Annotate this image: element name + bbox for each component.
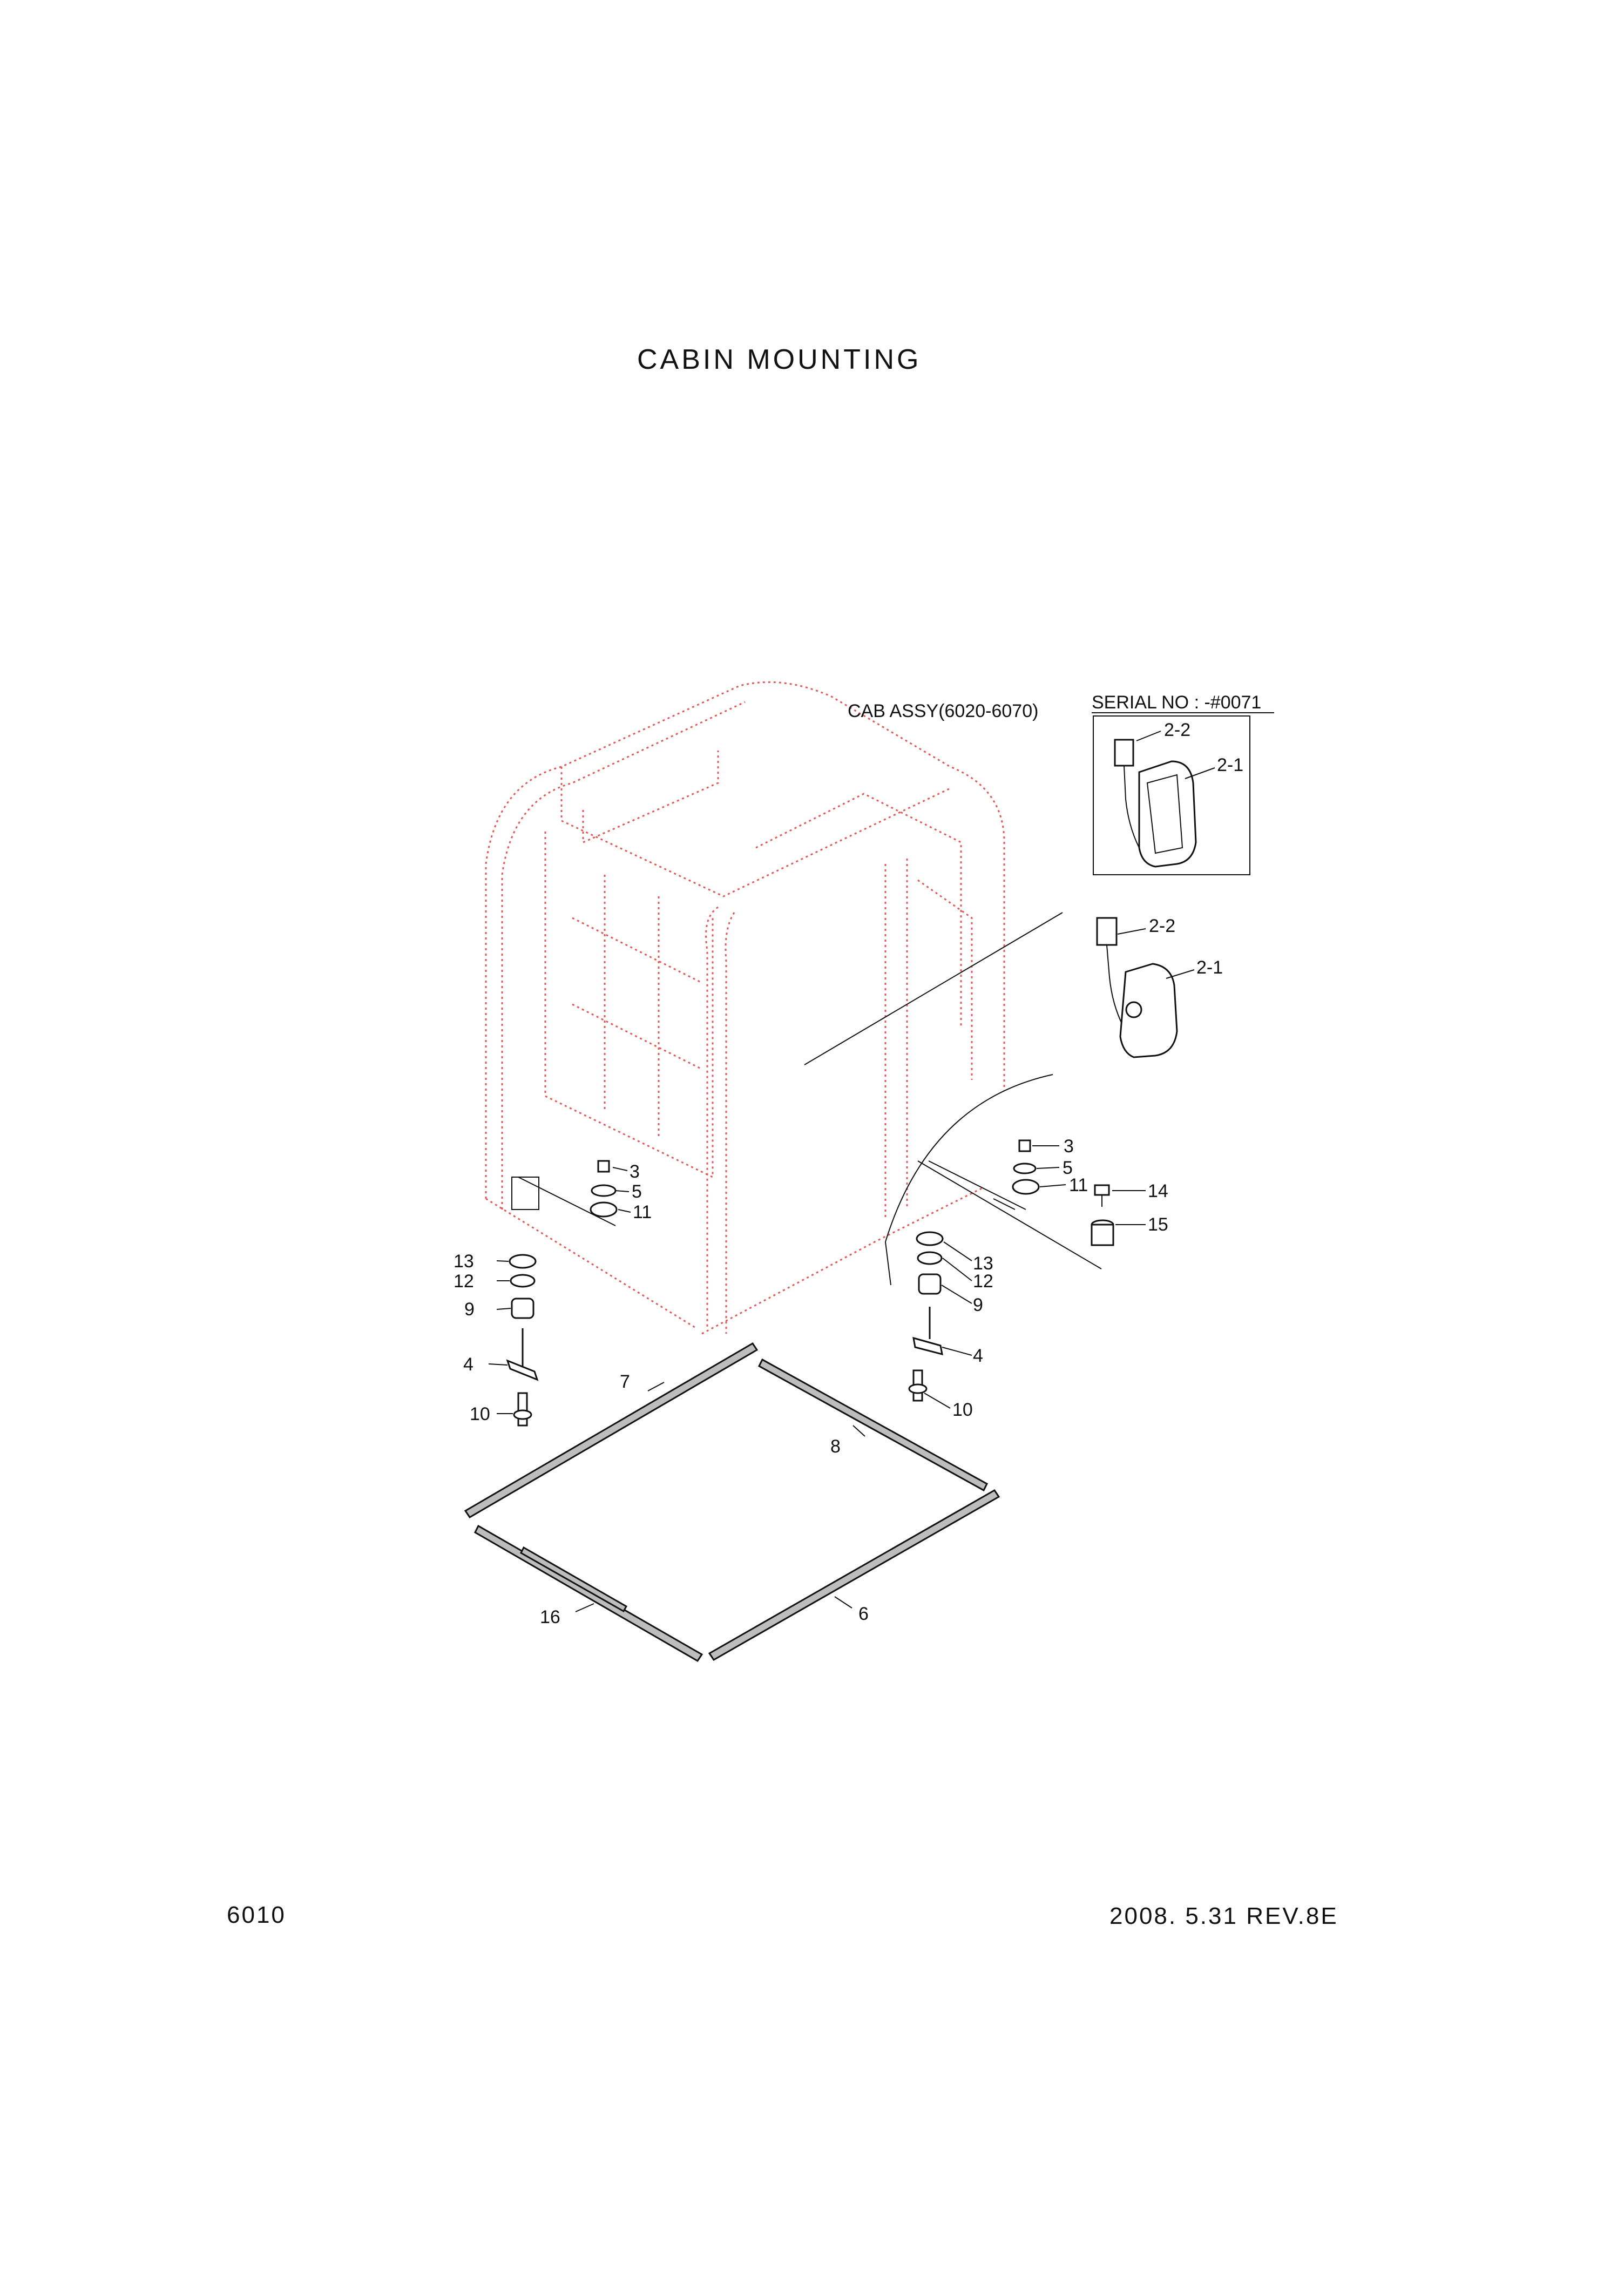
callout-16: 16	[540, 1607, 560, 1627]
cab-assy-label: CAB ASSY(6020-6070)	[848, 701, 1038, 721]
right-lower-mount: 13 12 9 4 10	[908, 1231, 993, 1420]
callout-8: 8	[830, 1436, 841, 1457]
rear-guide-line	[917, 1160, 1102, 1269]
callout-10-right: 10	[952, 1400, 973, 1420]
inset-callout-2-2: 2-2	[1164, 720, 1190, 740]
callout-6: 6	[858, 1604, 869, 1624]
callout-3-left: 3	[630, 1161, 640, 1182]
strip-7	[464, 1342, 759, 1519]
revision-date: 2008. 5.31 REV.8E	[1109, 1903, 1338, 1929]
fender-outline	[885, 1074, 1053, 1242]
callout-15: 15	[1148, 1214, 1168, 1235]
cab-assembly-outline	[485, 681, 1005, 1335]
callout-5-right: 5	[1063, 1158, 1073, 1178]
callout-2-2: 2-2	[1149, 916, 1175, 936]
bolt-and-spacer: 14 15	[1091, 1181, 1168, 1246]
callout-7: 7	[620, 1371, 630, 1392]
callout-5-left: 5	[632, 1181, 642, 1202]
serial-label: SERIAL NO : -#0071	[1092, 692, 1261, 713]
callout-13-right: 13	[973, 1253, 993, 1274]
page-number: 6010	[227, 1902, 286, 1928]
callout-9-left: 9	[464, 1299, 475, 1320]
fender-edge	[885, 1241, 891, 1286]
lamp-assembly: 2-2 2-1	[804, 912, 1223, 1065]
right-upper-mount: 3 5 11	[928, 1136, 1088, 1210]
callout-14: 14	[1148, 1181, 1168, 1201]
callout-9-right: 9	[973, 1295, 983, 1315]
callout-3-right: 3	[1064, 1136, 1074, 1157]
callout-13-left: 13	[454, 1251, 474, 1272]
strip-8	[758, 1358, 988, 1492]
strip-16	[474, 1524, 703, 1663]
callout-11-left: 11	[633, 1202, 652, 1222]
serial-inset: SERIAL NO : -#0071 2-2 2-1	[1092, 692, 1274, 875]
callout-4-right: 4	[973, 1346, 983, 1366]
left-mount-panel	[511, 1177, 539, 1210]
seal-strips: 7 8 16 6	[464, 1342, 1000, 1663]
callout-2-1: 2-1	[1196, 957, 1223, 978]
callout-4-left: 4	[463, 1354, 473, 1375]
strip-16-pad	[520, 1546, 628, 1613]
strip-6	[708, 1489, 1000, 1661]
callout-11-right: 11	[1069, 1175, 1088, 1195]
left-lower-mount: 13 12 9 4 10	[454, 1251, 539, 1427]
callout-10-left: 10	[470, 1404, 490, 1424]
inset-callout-2-1: 2-1	[1217, 755, 1243, 775]
rear-guide-tick	[993, 1198, 1016, 1210]
page-title: CABIN MOUNTING	[637, 344, 922, 375]
callout-12-right: 12	[973, 1271, 993, 1292]
left-upper-mount: 3 5 11	[518, 1160, 652, 1226]
callout-12-left: 12	[454, 1271, 474, 1292]
